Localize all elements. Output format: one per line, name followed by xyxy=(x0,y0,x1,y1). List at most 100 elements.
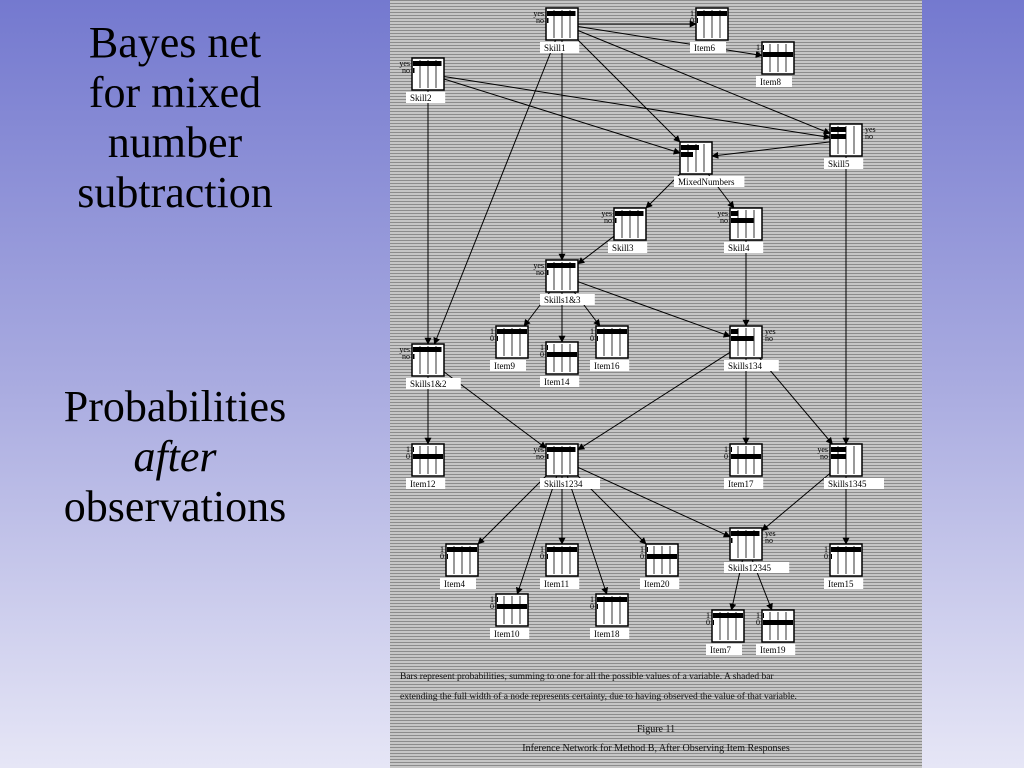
state-label: 0 xyxy=(406,452,410,461)
probability-bar-no xyxy=(831,454,846,459)
probability-bar-no xyxy=(413,68,415,73)
state-label: 0 xyxy=(756,50,760,59)
state-label: yes xyxy=(533,445,544,454)
state-label: 1 xyxy=(540,343,544,352)
probability-bar-no xyxy=(547,270,549,275)
state-label: 0 xyxy=(490,334,494,343)
edge-Skills1234-Skills12345 xyxy=(577,466,731,538)
slide-title: Bayes net for mixed number subtraction xyxy=(0,18,350,218)
node-label-background xyxy=(590,628,630,639)
edge-Skill3-Skills1and3 xyxy=(577,235,615,265)
probability-bar-yes xyxy=(547,447,576,452)
node-label: Item4 xyxy=(444,579,465,589)
edge-Skills134-Skills1234 xyxy=(577,351,731,451)
probability-bar-0 xyxy=(697,18,698,23)
probability-bar-1 xyxy=(597,329,627,334)
node-label-background xyxy=(724,360,779,371)
probability-bar-no xyxy=(731,336,754,341)
node-label-background xyxy=(824,578,864,589)
state-label: 0 xyxy=(724,452,728,461)
state-label: no xyxy=(536,452,544,461)
probability-bar-1 xyxy=(831,547,861,552)
probability-bar-0 xyxy=(547,554,548,559)
node-label: MixedNumbers xyxy=(678,177,735,187)
edge-Skills1and2-Skills1234 xyxy=(443,371,547,449)
probability-bar-0 xyxy=(447,554,448,559)
node-label: Item18 xyxy=(594,629,620,639)
probability-bar-yes xyxy=(413,347,442,352)
probability-bar-no xyxy=(547,454,549,459)
state-label: no xyxy=(820,452,828,461)
edge-Skill1-Item8 xyxy=(577,26,763,58)
state-label: yes xyxy=(865,125,876,134)
node-label-background xyxy=(706,644,742,655)
probability-bar-1 xyxy=(713,613,743,618)
state-label: no xyxy=(720,216,728,225)
node-label-background xyxy=(590,360,630,371)
probability-bar-0 xyxy=(413,454,443,459)
probability-bar-1 xyxy=(697,11,727,16)
figure-caption-line-2: extending the full width of a node repre… xyxy=(400,692,797,702)
state-label: 1 xyxy=(590,595,594,604)
node-label-background xyxy=(540,578,580,589)
state-label: 0 xyxy=(440,552,444,561)
node-label-background xyxy=(756,644,796,655)
node-MixedNumbers[interactable]: MixedNumbers xyxy=(674,141,745,187)
state-label: 0 xyxy=(490,602,494,611)
edge-Skill1-MixedNumbers xyxy=(577,39,681,143)
node-label: Item7 xyxy=(710,645,731,655)
node-label-background xyxy=(406,478,446,489)
state-label: 0 xyxy=(590,602,594,611)
node-label-background xyxy=(724,478,764,489)
title-line-3: number xyxy=(107,118,243,167)
edge-layer xyxy=(424,20,850,611)
node-label: Skills1&2 xyxy=(410,379,447,389)
node-label-background xyxy=(724,562,790,573)
node-label: Skill3 xyxy=(612,243,634,253)
probability-bar-0 xyxy=(831,554,832,559)
probability-bar-0 xyxy=(681,145,699,150)
state-label: no xyxy=(402,352,410,361)
state-label: 1 xyxy=(406,445,410,454)
node-label: Item9 xyxy=(494,361,515,371)
node-label-background xyxy=(540,376,580,387)
node-label: Item10 xyxy=(494,629,520,639)
node-label-background xyxy=(406,378,461,389)
node-label: Skills1234 xyxy=(544,479,583,489)
node-label-background xyxy=(608,242,648,253)
node-label: Item14 xyxy=(544,377,570,387)
node-label-background xyxy=(490,360,526,371)
node-label: Skill1 xyxy=(544,43,566,53)
state-label: yes xyxy=(765,327,776,336)
probability-bar-1 xyxy=(647,547,648,552)
probability-bar-yes xyxy=(615,211,644,216)
state-label: 1 xyxy=(640,545,644,554)
